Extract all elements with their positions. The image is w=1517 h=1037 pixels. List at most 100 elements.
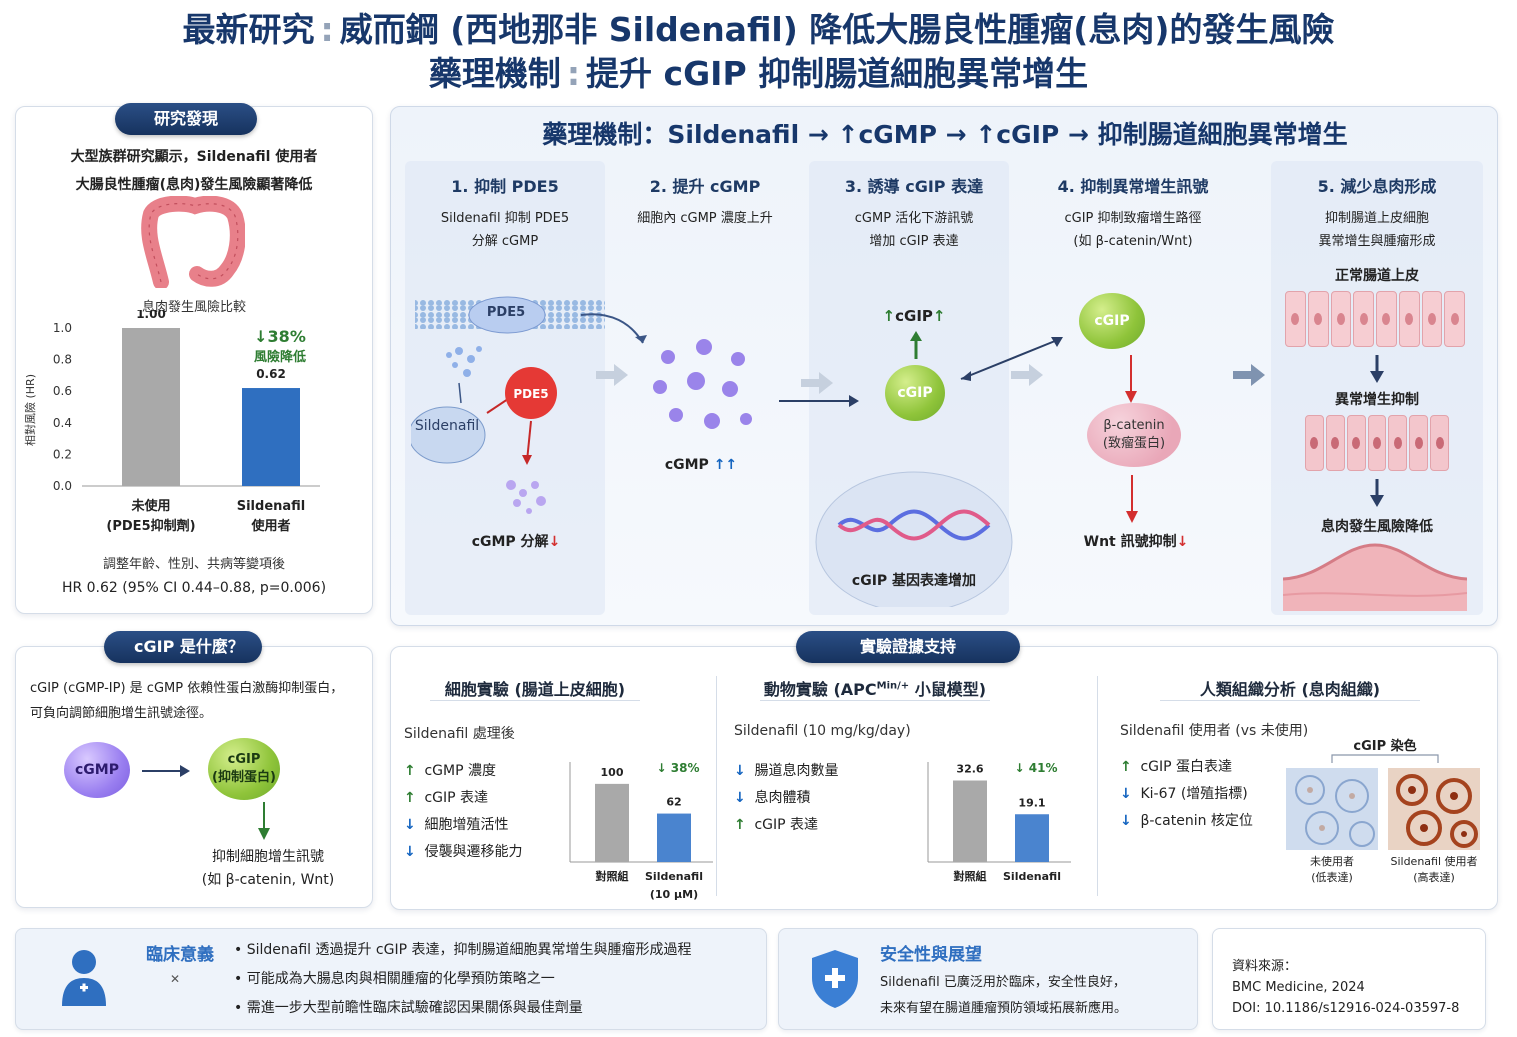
- step-5-header: 5. 減少息肉形成 抑制腸道上皮細胞 異常增生與腫瘤形成: [1271, 173, 1483, 253]
- bar-value-label: 62: [666, 796, 681, 809]
- evidence-list-item: ↓ 腸道息肉數量: [734, 758, 884, 785]
- epithelial-cell: [1330, 291, 1352, 347]
- epithelial-cell: [1398, 291, 1420, 347]
- evidence-list-item: ↑ cGIP 表達: [404, 785, 554, 812]
- pde5-enzyme-label: PDE5: [513, 387, 549, 401]
- step-5-title: 5. 減少息肉形成: [1317, 177, 1437, 196]
- reduction-annotation-text: 風險降低: [254, 349, 306, 365]
- evidence-list-item: ↑ cGIP 表達: [734, 812, 884, 839]
- cgip-blob-step4-text: cGIP: [1094, 313, 1130, 329]
- animal-experiment-list: ↓ 腸道息肉數量↓ 息肉體積↑ cGIP 表達: [734, 758, 884, 839]
- cell-nucleus: [1373, 437, 1381, 449]
- flow-arrow-icon: [960, 337, 1063, 381]
- red-down-arrow-icon: [1125, 355, 1137, 403]
- bar-value-label: 1.00: [136, 310, 166, 321]
- cgmp-up-label: cGMP ↑↑: [641, 457, 761, 473]
- x-tick-label: 未使用: [130, 498, 170, 514]
- up-arrow-icon: ↑: [932, 307, 946, 325]
- human-analysis-title: 人類組織分析 (息肉組織): [1199, 680, 1381, 699]
- cell-nucleus: [1405, 313, 1414, 325]
- stain-caption-high-2: (高表達): [1413, 871, 1455, 884]
- cgip-definition-line1: cGIP (cGMP-IP) 是 cGMP 依賴性蛋白激酶抑制蛋白，: [30, 681, 344, 696]
- step-column-1: [405, 161, 605, 615]
- polyp-illustration: [1283, 543, 1467, 611]
- gray-arrow-icon: [1233, 364, 1265, 386]
- colon-illustration: [141, 196, 245, 288]
- evidence-list-text: cGIP 蛋白表達: [1136, 759, 1233, 775]
- cell-nucleus: [1427, 313, 1436, 325]
- cgip-definition-pill: cGIP 是什麼？: [104, 631, 262, 663]
- cgip-blob-text: cGIP: [897, 385, 933, 401]
- epithelial-cell: [1409, 415, 1429, 471]
- step-5-desc-1: 抑制腸道上皮細胞: [1324, 211, 1429, 226]
- step-3-desc-2: 增加 cGIP 表達: [869, 234, 959, 249]
- source-doi: DOI: 10.1186/s12916-024-03597-8: [1232, 1001, 1460, 1016]
- step-1-illustration: [411, 296, 647, 514]
- evidence-list-text: 侵襲與遷移能力: [420, 844, 523, 860]
- evidence-list-text: 息肉體積: [750, 790, 811, 806]
- cgip-result-line1: 抑制細胞增生訊號: [212, 849, 324, 865]
- clinical-bullet: • Sildenafil 透過提升 cGIP 表達，抑制腸道細胞異常增生與腫瘤形…: [234, 942, 692, 958]
- gray-arrow-icon: [801, 372, 833, 394]
- x-tick-label: Sildenafil: [1003, 870, 1061, 883]
- abnormal-epithelium-cells: [1305, 415, 1450, 471]
- cell-nucleus: [1450, 313, 1459, 325]
- bar: [122, 328, 180, 486]
- cgmp-blob-text: cGMP: [75, 762, 119, 778]
- step-1-desc-1: Sildenafil 抑制 PDE5: [440, 211, 570, 226]
- x-tick-label: (10 μM): [650, 888, 698, 901]
- green-up-arrow-icon: [910, 331, 922, 359]
- cgmp-up-text: cGMP: [664, 457, 709, 473]
- beta-catenin-sub: (致瘤蛋白): [1102, 436, 1166, 451]
- up-arrow-icon: ↑: [882, 307, 896, 325]
- normal-epithelium-cells: [1285, 291, 1465, 347]
- human-title-rule: [1160, 700, 1420, 701]
- beta-catenin-blob: β-catenin (致瘤蛋白): [1087, 403, 1181, 467]
- x-tick-label: Sildenafil: [645, 870, 703, 883]
- cell-nucleus: [1291, 313, 1300, 325]
- nucleus-illustration: [815, 471, 1013, 607]
- step-4-title: 4. 抑制異常增生訊號: [1057, 177, 1209, 196]
- step-column-5: [1271, 161, 1483, 615]
- step-5-desc-2: 異常增生與腫瘤形成: [1318, 234, 1436, 249]
- x-tick-label: 對照組: [954, 869, 987, 883]
- title-separator: :: [320, 10, 334, 49]
- cgmp-breakdown-text: cGMP 分解: [471, 534, 549, 550]
- y-tick-label: 1.0: [53, 321, 72, 335]
- evidence-divider-2: [1097, 676, 1098, 896]
- findings-pill: 研究發現: [115, 103, 257, 135]
- title-main: 威而鋼 (西地那非 Sildenafil) 降低大腸良性腫瘤(息肉)的發生風險: [339, 10, 1335, 49]
- animal-title-rule: [760, 700, 990, 701]
- title-prefix: 最新研究: [182, 10, 315, 49]
- clinical-title: 臨床意義: [146, 945, 214, 965]
- evidence-list-item: ↓ Ki-67 (增殖指標): [1120, 781, 1290, 808]
- polyp-risk-label: 息肉發生風險降低: [1321, 519, 1433, 535]
- cell-experiment-sub: Sildenafil 處理後: [404, 726, 515, 742]
- evidence-list-item: ↑ cGMP 濃度: [404, 758, 554, 785]
- main-title: 最新研究:威而鋼 (西地那非 Sildenafil) 降低大腸良性腫瘤(息肉)的…: [0, 8, 1517, 96]
- cgip-protein-blob: cGIP (抑制蛋白): [208, 738, 280, 800]
- evidence-list-text: 細胞增殖活性: [420, 817, 509, 833]
- epithelial-cell: [1388, 415, 1408, 471]
- cgip-result: 抑制細胞增生訊號 (如 β-catenin, Wnt): [188, 846, 348, 892]
- cell-nucleus: [1393, 437, 1402, 449]
- up-arrow-icon: ↑: [404, 763, 416, 779]
- evidence-list-item: ↓ 息肉體積: [734, 785, 884, 812]
- step-4-desc-1: cGIP 抑制致瘤增生路徑: [1064, 211, 1202, 226]
- epithelial-cell: [1353, 291, 1374, 347]
- findings-footnote-2: HR 0.62 (95% CI 0.44–0.88, p=0.006): [61, 580, 327, 596]
- bar-value-label: 19.1: [1018, 796, 1045, 809]
- beta-catenin-text: β-catenin: [1103, 418, 1165, 433]
- stain-caption-low-1: 未使用者: [1310, 855, 1354, 868]
- cgip-definition-text: cGIP (cGMP-IP) 是 cGMP 依賴性蛋白激酶抑制蛋白， 可負向調節…: [30, 676, 370, 726]
- evidence-list-item: ↓ 細胞增殖活性: [404, 812, 554, 839]
- up-arrows-icon: ↑↑: [713, 457, 738, 473]
- cell-nucleus: [1435, 437, 1444, 449]
- abnormal-suppressed-label: 異常增生抑制: [1335, 392, 1419, 408]
- epithelial-cell: [1346, 415, 1366, 471]
- step-1-desc-2: 分解 cGMP: [471, 234, 539, 249]
- gene-expression-label: cGIP 基因表達增加: [851, 573, 977, 589]
- evidence-list-item: ↓ β-catenin 核定位: [1120, 808, 1290, 835]
- safety-text-line2: 未來有望在腸道腫瘤預防領域拓展新應用。: [880, 1001, 1128, 1016]
